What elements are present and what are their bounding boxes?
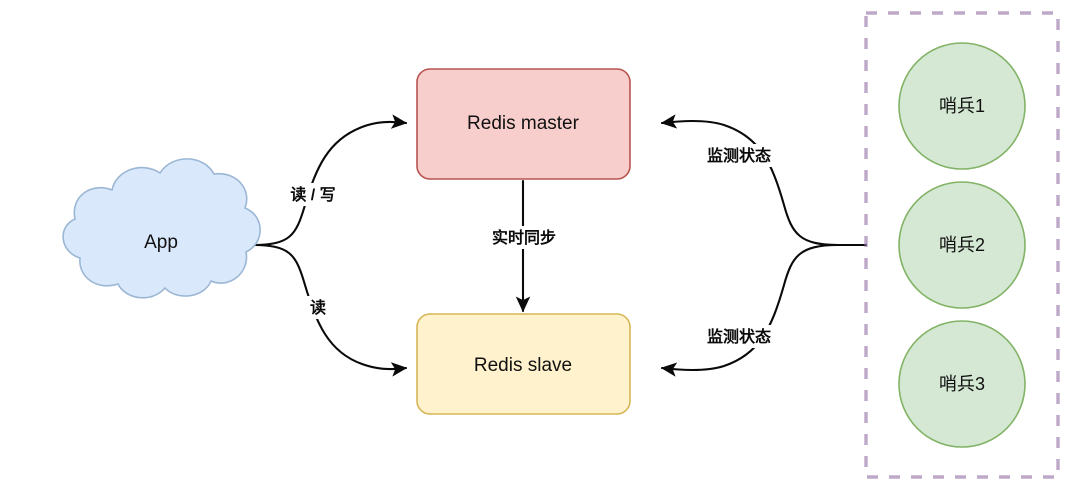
redis-slave-box [416,313,631,415]
sentinel-1-label: 哨兵1 [939,96,985,116]
sentinel-1-circle [898,42,1026,170]
app-label: App [144,232,178,253]
sentinel-group[interactable]: 哨兵1 哨兵2 哨兵3 [864,11,1060,479]
edge-label-bg-read [303,296,333,319]
redis-slave-label: Redis slave [474,355,572,376]
sentinel-node-3[interactable]: 哨兵3 [898,320,1026,448]
node-redis-master[interactable]: Redis master [416,68,631,180]
edge-label-bg-monitor-slave [693,325,785,348]
node-redis-slave[interactable]: Redis slave [416,313,631,415]
node-app[interactable]: App [62,158,261,299]
edge-label-app-to-master: 读 / 写 [290,185,335,204]
sentinel-node-1[interactable]: 哨兵1 [898,42,1026,170]
edge-label-bg-rw [277,183,349,206]
edge-app-to-master-path[interactable] [250,114,408,247]
edge-label-sentinel-to-slave: 监测状态 [707,327,771,346]
edge-label-bg-sync [478,226,570,249]
sentinel-node-2[interactable]: 哨兵2 [898,181,1026,309]
cloud-shape [62,158,261,299]
redis-master-label: Redis master [467,113,580,134]
edge-sentinel-to-master-path[interactable] [660,114,840,247]
edge-label-sentinel-to-master: 监测状态 [707,146,771,165]
sentinel-2-circle [898,181,1026,309]
edge-label-bg-monitor-master [693,144,785,167]
sentinel-group-dashed-box [864,11,1060,479]
edge-sentinel-to-slave-path[interactable] [660,243,840,377]
redis-master-box [416,68,631,180]
edge-labels-layer: 读 / 写 读 实时同步 监测状态 监测状态 [277,144,785,348]
sentinel-2-label: 哨兵2 [939,235,985,255]
sentinel-3-circle [898,320,1026,448]
sentinel-3-label: 哨兵3 [939,374,985,394]
edge-label-app-to-slave: 读 [310,298,326,317]
edge-label-master-to-slave: 实时同步 [492,228,556,247]
edge-app-to-slave-path[interactable] [250,243,408,377]
